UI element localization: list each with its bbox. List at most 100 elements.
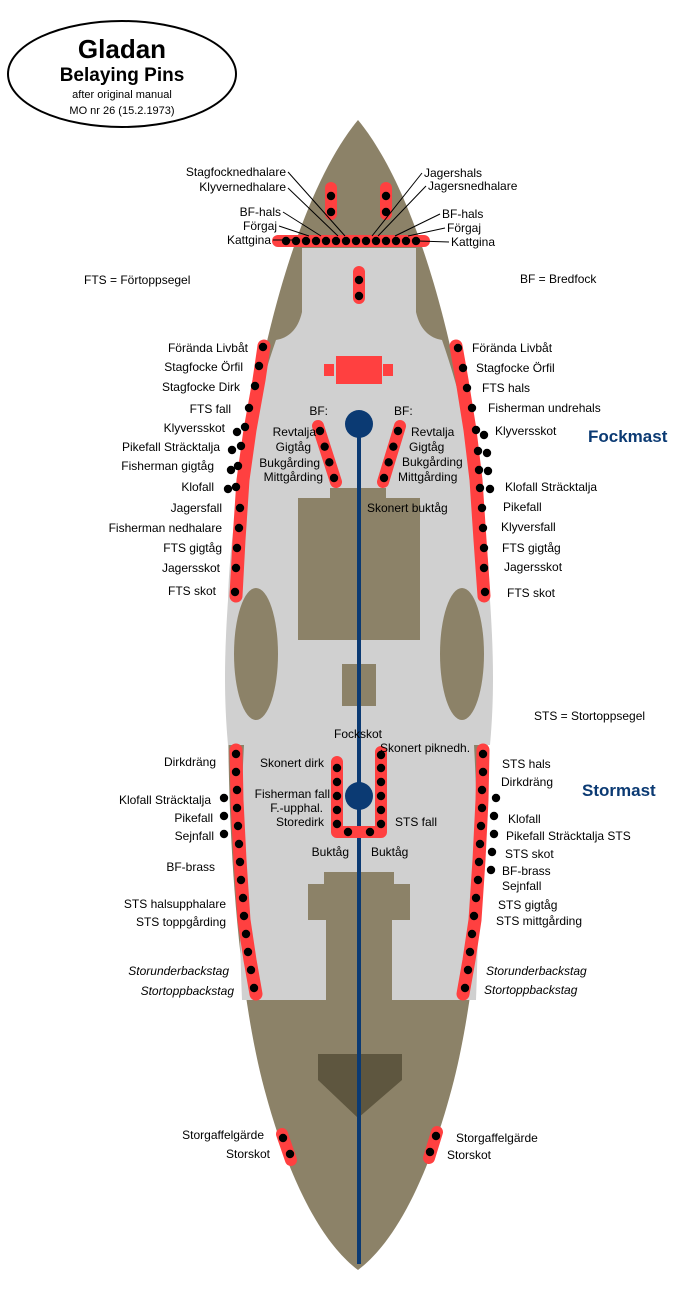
main-starboard-pin — [489, 811, 499, 821]
bow-pin — [326, 191, 336, 201]
main-starboard-pin — [474, 857, 484, 867]
windlass — [324, 356, 393, 384]
fore-port-label: Fisherman gigtåg — [121, 459, 214, 473]
main-starboard-pin — [477, 785, 487, 795]
fore-starboard-label: Fisherman undrehals — [488, 401, 601, 415]
bow-pin — [341, 236, 351, 246]
main-starboard-pin — [491, 793, 501, 803]
fore-rail-left-label: Bukgårding — [259, 456, 320, 470]
mainmast-rail-pin — [376, 750, 386, 760]
mainmast-rail-pin — [343, 827, 353, 837]
mainmast-rail-pin — [332, 791, 342, 801]
mainmast-rail-pin — [332, 819, 342, 829]
main-port-pin — [243, 947, 253, 957]
mainmast-rail-pin — [332, 777, 342, 787]
main-starboard-label: STS skot — [505, 847, 554, 861]
port-boat-oval — [234, 588, 278, 720]
fore-starboard-pin — [462, 383, 472, 393]
main-port-pin — [235, 857, 245, 867]
fore-port-label: Fisherman nedhalare — [109, 521, 223, 535]
main-starboard-pin — [478, 767, 488, 777]
stern-labels: Storgaffelgärde Storskot Storgaffelgärde… — [182, 1128, 538, 1162]
mainmast-rail-pin — [332, 805, 342, 815]
starboard-boat-oval — [440, 588, 484, 720]
main-port-label: Sejnfall — [175, 829, 214, 843]
fore-port-pin — [232, 427, 242, 437]
main-port-pin — [232, 803, 242, 813]
main-port-label: Storunderbackstag — [128, 964, 229, 978]
bow-starboard-label: BF-hals — [442, 207, 483, 221]
fore-port-label: FTS gigtåg — [163, 541, 222, 555]
main-starboard-pin — [465, 947, 475, 957]
bow-starboard-label: Jagershals — [424, 166, 482, 180]
foremast-rail-port — [312, 420, 342, 488]
main-port-pin — [219, 793, 229, 803]
fore-starboard-label: FTS hals — [482, 381, 530, 395]
fore-port-pin — [232, 543, 242, 553]
leader-line — [282, 211, 322, 237]
fore-port-label: Stagfocke Dirk — [162, 380, 241, 394]
foremast-rail-pin — [393, 426, 403, 436]
main-rail-bottom-label: Buktåg — [371, 845, 408, 859]
fore-port-label: Jagersfall — [171, 501, 222, 515]
fore-starboard-label: Jagersskot — [504, 560, 563, 574]
main-rail-left-label: Fisherman fall — [255, 787, 330, 801]
fore-rail-right-label: Gigtåg — [409, 440, 444, 454]
legend-bf: BF = Bredfock — [520, 272, 597, 286]
main-port-label: Stortoppbackstag — [141, 984, 235, 998]
fore-port-pin — [223, 484, 233, 494]
fore-starboard-pin — [479, 430, 489, 440]
foremast-rail-labels: BF: BF: Revtalja Gigtåg Bukgårding Mittg… — [259, 404, 462, 515]
main-starboard-label: Sejnfall — [502, 879, 541, 893]
fore-starboard-pin — [478, 523, 488, 533]
mainmast-rail-pin — [376, 791, 386, 801]
title-block: Gladan Belaying Pins after original manu… — [7, 20, 237, 128]
fore-port-label: Klofall — [181, 480, 214, 494]
mainmast-rail-pin — [376, 805, 386, 815]
mainmast — [345, 782, 373, 810]
main-port-pin — [241, 929, 251, 939]
stern-pin — [431, 1131, 441, 1141]
main-port-pin — [238, 893, 248, 903]
main-starboard-label: BF-brass — [502, 864, 551, 878]
leader-line — [278, 225, 310, 237]
bow-port-label: Klyvernedhalare — [199, 180, 286, 194]
fore-port-pin — [231, 482, 241, 492]
subtitle: Belaying Pins — [60, 65, 185, 86]
fore-starboard-label: Förända Livbåt — [472, 341, 553, 355]
fore-starboard-pin — [473, 446, 483, 456]
fore-port-pin — [230, 587, 240, 597]
fore-port-pin — [226, 465, 236, 475]
fore-starboard-label: FTS gigtåg — [502, 541, 561, 555]
mainmast-rail-pin — [376, 777, 386, 787]
bow-pin — [311, 236, 321, 246]
fore-starboard-pin — [458, 363, 468, 373]
stern-port-label: Storskot — [226, 1147, 271, 1161]
stern-starboard-label: Storgaffelgärde — [456, 1131, 538, 1145]
fore-starboard-label: Klyversfall — [501, 520, 556, 534]
fore-starboard-pin — [453, 343, 463, 353]
main-starboard-pin — [471, 893, 481, 903]
bf-right-head: BF: — [394, 404, 413, 418]
bow-pin — [301, 236, 311, 246]
foremast-rail-pin — [320, 442, 329, 451]
main-starboard-label: STS mittgårding — [496, 914, 582, 928]
main-starboard-label: Stortoppbackstag — [484, 983, 578, 997]
fore-port-label: Stagfocke Örfil — [164, 360, 243, 374]
fore-starboard-pin — [483, 466, 493, 476]
main-port-pin — [234, 839, 244, 849]
main-port-label: Klofall Sträcktalja — [119, 793, 211, 807]
main-port-pin — [239, 911, 249, 921]
bow-pin — [291, 236, 301, 246]
fore-rail-left-label: Gigtåg — [276, 440, 311, 454]
main-port-pin — [246, 965, 256, 975]
fore-port-label: Klyversskot — [164, 421, 226, 435]
title: Gladan — [78, 34, 166, 64]
fore-port-label: Pikefall Sträcktalja — [122, 440, 220, 454]
bow-starboard-label: Förgaj — [447, 221, 481, 235]
main-port-pin — [219, 829, 229, 839]
main-starboard-pin — [469, 911, 479, 921]
leader-line — [371, 172, 423, 237]
fore-rail-right-label: Mittgårding — [398, 470, 457, 484]
leader-line — [407, 227, 446, 237]
